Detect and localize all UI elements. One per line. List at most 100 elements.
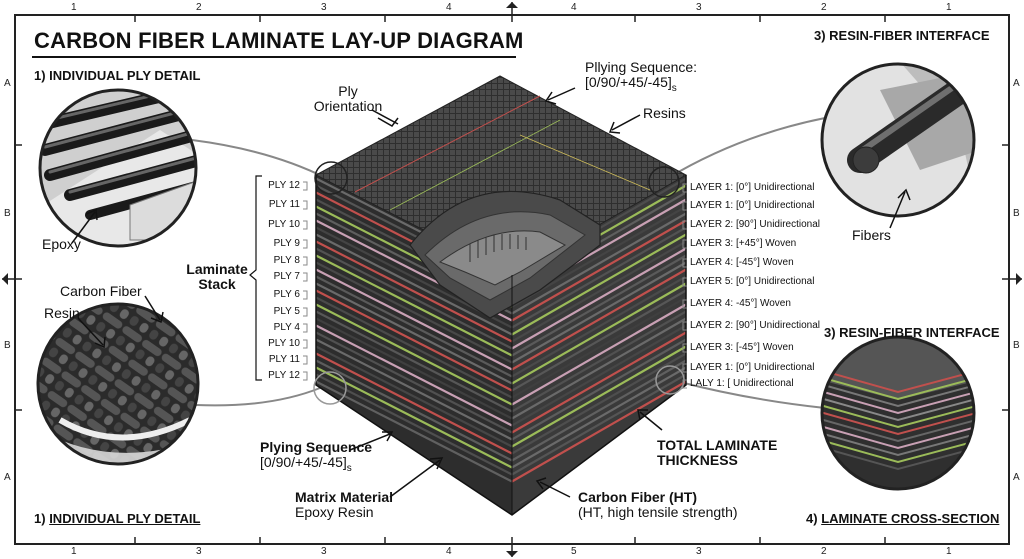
cross-section-stripe: [822, 425, 974, 450]
resin-fiber-circle: [820, 62, 976, 218]
ply-stripe: [315, 289, 513, 392]
total-thickness-line2: THICKNESS: [657, 452, 738, 469]
cross-section-stripe: [822, 404, 974, 429]
ply-stripe: [511, 331, 687, 434]
ply-stripe: [315, 240, 513, 343]
cross-section-stripe: [822, 411, 974, 436]
matrix-material-label: Matrix Material Epoxy Resin: [295, 489, 394, 521]
zone-bottom-4: 4: [446, 546, 452, 557]
cross-section-stripe: [822, 369, 974, 394]
section-resin-interface-mid: 3) RESIN-FIBER INTERFACE: [824, 325, 1000, 340]
ply-stripe: [511, 296, 687, 399]
layer-tick: [682, 220, 687, 230]
zone-top-1: 1: [71, 2, 77, 13]
detail-marker-bottom-left: [313, 371, 347, 405]
cross-section-stripe: [822, 432, 974, 457]
layer-tick: [682, 201, 687, 211]
ply-label: PLY 11: [268, 199, 300, 210]
laminate-stack-line1: Laminate: [186, 261, 248, 277]
plying-sequence-top-line1: Pllying Sequence:: [585, 59, 698, 75]
cross-section-stripe: [822, 390, 974, 415]
section-ply-detail-bottom: 1) INDIVIDUAL PLY DETAIL: [34, 511, 200, 526]
total-thickness-label: TOTAL LAMINATE THICKNESS: [657, 437, 778, 469]
ply-orientation-label: Ply Orientation: [298, 83, 398, 115]
ply-label: PLY 5: [273, 306, 300, 317]
ply-stripe: [511, 338, 687, 441]
plying-sequence-top-sub: s: [671, 83, 677, 95]
ply-stripe: [315, 352, 513, 455]
ply-stripe: [315, 324, 513, 427]
layer-tick: [682, 239, 687, 249]
laminate-stack-brace: [249, 175, 262, 381]
carbon-fiber-label: Carbon Fiber: [60, 283, 142, 299]
zone-top-5: 4: [571, 2, 577, 13]
carbon-fiber-ht-line2: (HT, high tensile strength): [578, 504, 738, 521]
section-ply-detail-top: 1) INDIVIDUAL PLY DETAIL: [34, 68, 201, 83]
resin-fiber-detail: [822, 64, 974, 216]
ply-stripe: [315, 380, 513, 483]
zone-top-7: 2: [821, 2, 827, 13]
section-cross-section-label: LAMINATE CROSS-SECTION: [821, 511, 1000, 526]
ply-stripe: [511, 289, 687, 392]
ply-label: PLY 8: [273, 255, 300, 266]
ply-label: PLY 10: [268, 338, 300, 349]
zone-right-a2: A: [1013, 472, 1020, 483]
ply-tick: [303, 181, 308, 191]
center-mark-left: [2, 273, 8, 285]
leader-lines: [71, 87, 911, 498]
ply-tick: [303, 323, 308, 333]
ply-stripe: [511, 212, 687, 315]
ply-orientation-line1: Ply: [338, 83, 358, 99]
ply-stripe: [511, 310, 687, 413]
layer-tick: [682, 258, 687, 268]
cross-section-stripe: [822, 439, 974, 464]
ply-tick: [303, 239, 308, 249]
carbon-fiber-ht-label: Carbon Fiber (HT) (HT, high tensile stre…: [578, 489, 738, 521]
ply-stripe: [511, 373, 687, 476]
ply-label: PLY 12: [268, 180, 300, 191]
cross-section-stripe: [822, 376, 974, 401]
section-resin-interface-top: 3) RESIN-FIBER INTERFACE: [814, 28, 990, 43]
ply-stripe: [315, 303, 513, 406]
ply-label: PLY 10: [268, 219, 300, 230]
laminate-stack-label: Laminate Stack: [184, 261, 250, 293]
zone-bottom-1: 1: [71, 546, 77, 557]
plying-sequence-bottom-sub: s: [346, 463, 352, 475]
total-thickness-line1: TOTAL LAMINATE: [657, 437, 778, 453]
ply-tick: [303, 200, 308, 210]
cross-section-stripe: [822, 397, 974, 422]
ply-stripe: [511, 268, 687, 371]
matrix-material-line1: Matrix Material: [295, 489, 394, 505]
cross-section-stripe: [822, 383, 974, 408]
center-mark-bottom: [506, 551, 518, 557]
ply-stripe: [511, 317, 687, 420]
ply-stripe: [511, 324, 687, 427]
zone-right-b2: B: [1013, 340, 1020, 351]
ply-stripe: [315, 254, 513, 357]
layer-label: LAYER 4: -45°] Woven: [690, 298, 791, 309]
zone-top-4: 4: [446, 2, 452, 13]
plying-sequence-bottom: Plying Sequence [0/90/+45/-45]s: [260, 439, 372, 475]
ply-label: PLY 9: [273, 238, 300, 249]
zone-left-b2: B: [4, 340, 11, 351]
resins-label: Resins: [643, 105, 686, 121]
layer-tick: [682, 363, 687, 373]
ply-stripe: [315, 275, 513, 378]
plying-sequence-bottom-value: [0/90/+45/-45]: [260, 454, 347, 471]
zone-left-a2: A: [4, 472, 11, 483]
ply-stripe: [511, 233, 687, 336]
ply-stripe: [511, 282, 687, 385]
layer-tick: [682, 343, 687, 353]
layer-label: LAYER 2: [90°] Unidirectional: [690, 320, 820, 331]
ply-stripe: [315, 282, 513, 385]
zone-left-b1: B: [4, 208, 11, 219]
ply-stripe: [511, 219, 687, 322]
zone-bottom-2: 3: [196, 546, 202, 557]
ply-stripe: [511, 352, 687, 455]
ply-detail-rods: [40, 90, 196, 246]
cross-section-circle: [820, 335, 976, 491]
layer-label: LAYER 1: [0°] Unidirectional: [690, 200, 815, 211]
title-underline: [32, 56, 516, 58]
